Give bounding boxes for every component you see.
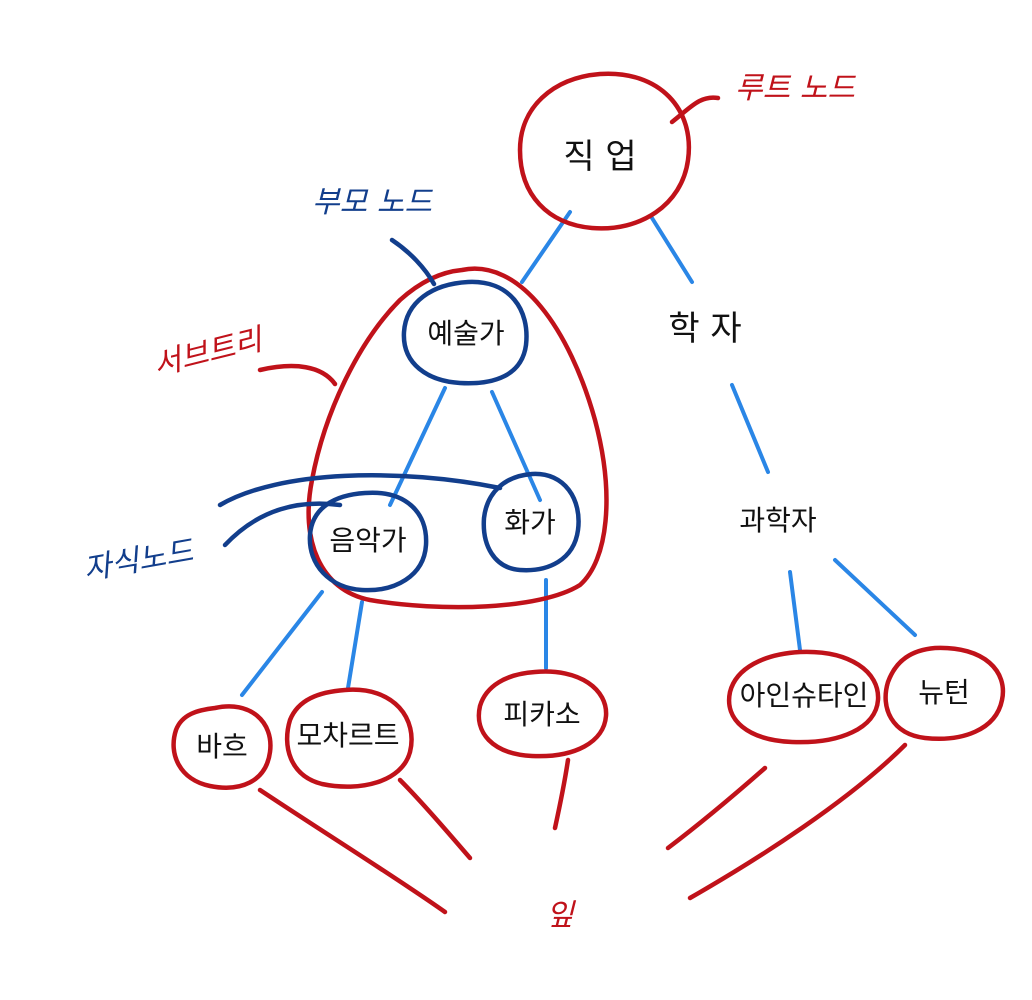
annotation-root-node: 루트 노드 (735, 71, 856, 106)
subtree-leader (257, 363, 338, 387)
red-markings (171, 71, 1006, 915)
node-labels: 직 업 예술가 학 자 음악가 화가 과학자 바흐 모차르트 피카소 아인슈타인… (196, 137, 970, 763)
annotation-parent-node: 부모 노드 (312, 185, 433, 220)
leaf-arrow-picasso (552, 757, 571, 831)
node-art: 예술가 (427, 317, 504, 350)
root-node-leader (669, 95, 721, 125)
leaf-arrow-einstein (665, 765, 768, 851)
child-circle-musician (307, 490, 429, 593)
node-picasso: 피카소 (503, 698, 580, 731)
edge-scientist-newton (833, 558, 917, 637)
node-scientist: 과학자 (739, 504, 816, 537)
edge-job-art (520, 210, 572, 284)
node-bach: 바흐 (196, 730, 248, 763)
tree-edges (240, 210, 917, 697)
annotation-labels: 루트 노드 부모 노드 서브트리 자식노드 잎 (81, 71, 856, 933)
annotation-child-node: 자식노드 (81, 534, 197, 588)
child-node-leader-2 (222, 501, 343, 548)
blue-markings (217, 237, 581, 593)
edge-musician-mozart (346, 600, 364, 690)
node-job: 직 업 (563, 137, 636, 177)
annotation-leaf: 잎 (546, 898, 576, 933)
node-scholar: 학 자 (668, 309, 741, 349)
leaf-arrow-newton (687, 742, 908, 901)
leaf-arrow-bach (257, 787, 448, 915)
child-circle-painter (481, 471, 581, 573)
leaf-circle-picasso (476, 669, 609, 759)
leaf-circle-newton (883, 645, 1006, 741)
node-newton: 뉴턴 (918, 676, 970, 709)
parent-node-circle (401, 279, 529, 386)
node-painter: 화가 (504, 506, 556, 539)
node-einstein: 아인슈타인 (740, 679, 869, 712)
leaf-circle-mozart (284, 687, 414, 789)
leaf-circle-einstein (726, 649, 881, 745)
child-node-leader-1 (217, 473, 503, 508)
node-mozart: 모차르트 (296, 719, 399, 752)
edge-musician-bach (240, 590, 324, 697)
node-musician: 음악가 (329, 524, 406, 557)
leaf-arrow-mozart (397, 777, 473, 861)
edge-art-painter (490, 390, 542, 502)
leaf-circle-bach (171, 704, 273, 790)
subtree-loop (306, 266, 609, 610)
annotation-subtree: 서브트리 (150, 322, 268, 383)
parent-node-leader (389, 237, 437, 287)
edge-scholar-scientist (730, 383, 770, 474)
edge-art-musician (388, 386, 447, 507)
edge-job-scholar (650, 216, 694, 284)
edge-scientist-einstein (788, 570, 802, 652)
